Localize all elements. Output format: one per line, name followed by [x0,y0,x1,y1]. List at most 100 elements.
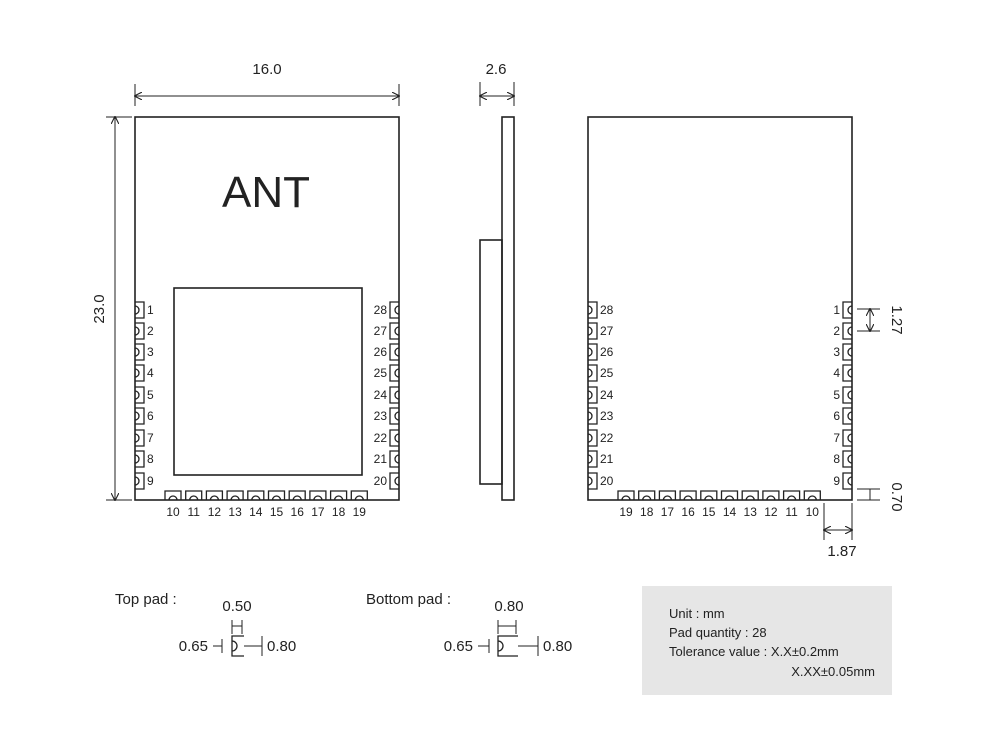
top-right-pad-notch [394,433,400,443]
side-pcb [501,116,515,501]
bottom-right-pad-notch [847,411,853,421]
side-thickness-dim-label: 2.6 [486,61,507,78]
top-left-pin-number: 1 [147,303,154,317]
top-left-pad-notch [134,390,140,400]
bottom-right-pad-notch [847,454,853,464]
top-bottom-pad-notch [292,495,302,501]
bottom-right-pad-notch [847,390,853,400]
bottom-right-pad [842,322,852,340]
top-right-pin-number: 20 [374,474,388,488]
top-left-pad-notch [134,433,140,443]
bottom-right-pad-notch [847,368,853,378]
top-bottom-pin-number: 10 [166,505,180,519]
top-pad-title: Top pad : [115,591,177,608]
bottom-pad-title: Bottom pad : [366,591,451,608]
bottom-right-pad [842,407,852,425]
top-bottom-pin-number: 13 [228,505,242,519]
top-left-pad [135,407,145,425]
bottom-left-pad-notch [587,433,593,443]
top-right-pin-number: 25 [374,366,388,380]
top-right-pin-number: 27 [374,324,388,338]
top-left-pad [135,364,145,382]
bottom-left-pin-number: 20 [600,474,614,488]
top-bottom-pad [288,490,306,500]
top-right-pad [389,407,399,425]
top-left-pad-notch [134,454,140,464]
top-left-pad [135,386,145,404]
top-right-pad-notch [394,305,400,315]
bottom-bottom-pad [782,490,801,500]
top-left-pad [135,322,145,340]
top-right-pad [389,450,399,468]
bottom-bottom-pin-number: 19 [619,505,633,519]
top-bottom-pad [267,490,286,500]
bottom-pad-detail: Bottom pad : 0.80 0.65 0.80 [366,591,572,657]
bottom-bottom-pad-notch [683,495,693,501]
bottom-right-pad [842,301,852,319]
top-bottom-pad [350,490,368,500]
top-right-pad-notch [394,476,400,486]
top-bottom-pad-notch [209,495,220,501]
top-bottom-pad-notch [230,495,240,501]
top-bottom-pad-notch [271,495,282,501]
bottom-left-pin-number: 25 [600,366,614,380]
side-shield [479,239,503,485]
bottom-left-pin-number: 28 [600,303,614,317]
bottom-bottom-pad-notch [642,495,652,501]
side-view: 2.6 [479,61,515,501]
top-left-pad [135,343,145,361]
top-bottom-pin-number: 17 [311,505,325,519]
bottom-right-pad-notch [847,305,853,315]
antenna-label: ANT [222,168,310,217]
module-outline [134,116,400,501]
bottom-right-pad [842,386,852,404]
bottom-bottom-pad-notch [621,495,631,501]
bottom-bottom-pad [700,490,718,500]
bottom-bottom-pad [638,490,656,500]
bottom-bottom-pin-number: 13 [744,505,758,519]
bottom-module-outline [587,116,853,501]
bottom-left-pad [588,301,598,319]
bottom-right-pin-number: 9 [833,474,840,488]
bottom-left-pad [588,386,598,404]
bottom-pad-notch [497,640,504,652]
bottom-bottom-pad-notch [766,495,776,501]
top-bottom-pin-number: 15 [270,505,284,519]
bottom-left-pad-notch [587,476,593,486]
bottom-bottom-pad [617,490,635,500]
top-left-pad-notch [134,476,140,486]
bottom-left-pad [588,343,598,361]
bottom-left-pad-notch [587,454,593,464]
top-bottom-pad [329,490,348,500]
bottom-bottom-pad [679,490,697,500]
top-left-pad-notch [134,368,140,378]
top-left-pin-number: 5 [147,388,154,402]
top-right-pad-notch [394,390,400,400]
bottom-left-pad-notch [587,347,593,357]
bottom-bottom-pad-notch [662,495,673,501]
bottom-bottom-pad [741,490,759,500]
top-bottom-pad [247,490,265,500]
top-left-pin-number: 8 [147,452,154,466]
top-left-pad-notch [134,305,140,315]
top-right-pin-number: 26 [374,345,388,359]
top-bottom-pad [164,490,182,500]
bottom-left-pad [588,322,598,340]
top-left-pad-notch [134,411,140,421]
bottom-right-pin-number: 2 [833,324,840,338]
top-right-pin-number: 22 [374,431,388,445]
top-right-pad-notch [394,454,400,464]
bottom-left-pin-number: 27 [600,324,614,338]
bottom-bottom-pad-notch [786,495,797,501]
bottom-right-pin-number: 8 [833,452,840,466]
top-bottom-pad-notch [313,495,323,501]
top-bottom-pin-number: 12 [208,505,222,519]
top-left-pin-number: 4 [147,366,154,380]
top-left-pad-notch [134,326,140,336]
top-bottom-pad [185,490,203,500]
top-left-pad [135,472,145,490]
top-bottom-pin-number: 16 [291,505,305,519]
bottom-bottom-pad [720,490,739,500]
